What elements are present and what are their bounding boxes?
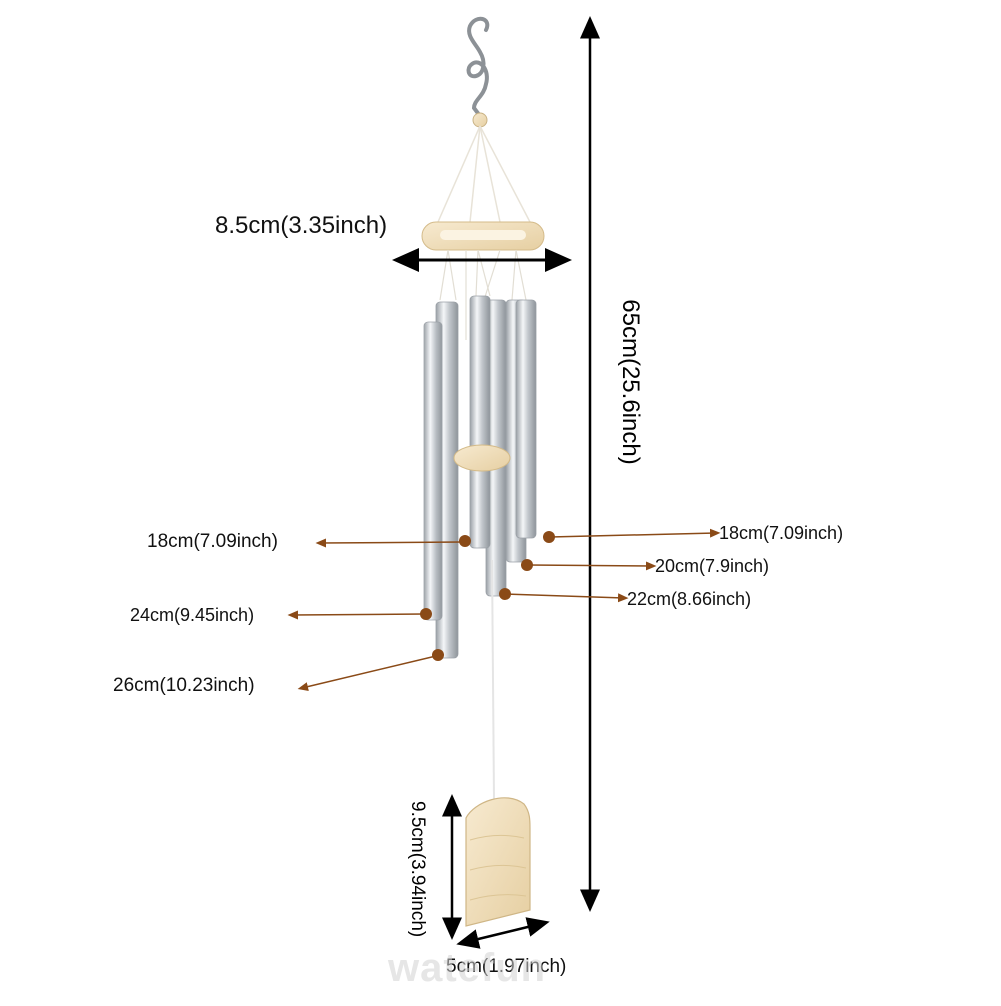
tube-24cm bbox=[423, 321, 443, 621]
tube-label-right-1: 18cm(7.09inch) bbox=[719, 523, 844, 543]
top-bead bbox=[472, 112, 488, 128]
total-length-label: 65cm(25.6inch) bbox=[617, 299, 644, 465]
ring-diameter-label: 8.5cm(3.35inch) bbox=[215, 212, 388, 239]
sail-string bbox=[491, 559, 495, 801]
s-hook bbox=[466, 16, 490, 118]
tube-label-left-2: 24cm(9.45inch) bbox=[130, 605, 255, 625]
sail-height-label: 9.5cm(3.94inch) bbox=[407, 801, 428, 938]
suspension-strings bbox=[437, 125, 531, 223]
tube-label-left-3: 26cm(10.23inch) bbox=[113, 675, 255, 696]
tube-label-right-3: 22cm(8.66inch) bbox=[627, 589, 752, 609]
tube-18cm-b bbox=[515, 299, 537, 539]
sail-width-label: 5cm(1.97inch) bbox=[446, 956, 567, 977]
striker-disc bbox=[453, 444, 511, 472]
watermark: watefun bbox=[388, 946, 547, 990]
tube-label-right-2: 20cm(7.9inch) bbox=[655, 556, 770, 576]
tube-18cm-a bbox=[469, 295, 491, 549]
tube-label-left-1: 18cm(7.09inch) bbox=[147, 531, 278, 552]
tube-callouts bbox=[287, 528, 721, 691]
sail-width-arrow bbox=[456, 917, 550, 949]
wind-sail bbox=[465, 797, 531, 927]
